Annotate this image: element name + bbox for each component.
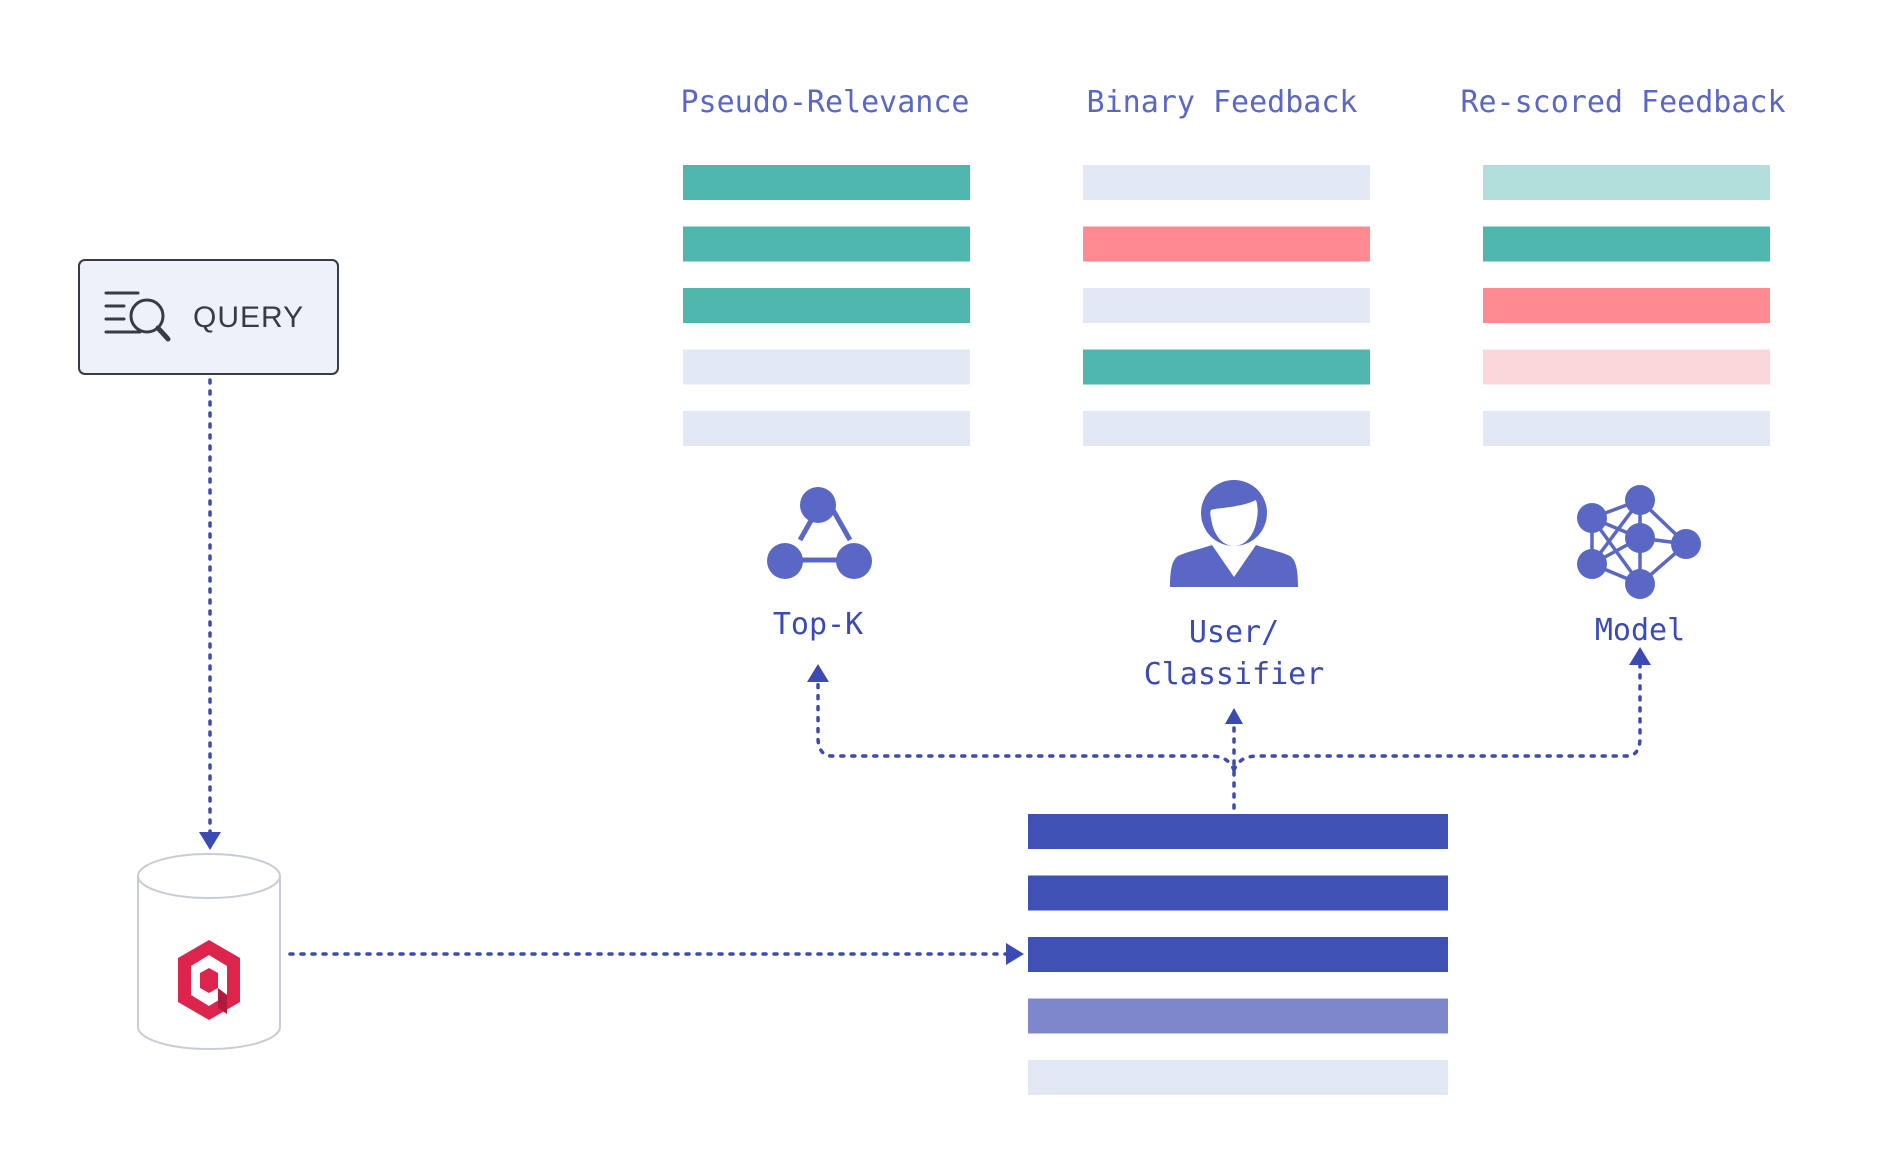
- feedback-row-neutral: [1083, 288, 1370, 323]
- query-to-database-arrowhead: [199, 832, 221, 850]
- method-label-classifier: Classifier: [1144, 657, 1325, 692]
- feedback-row-relevant: [683, 226, 970, 262]
- feedback-row-neutral: [683, 349, 970, 385]
- vector-database: [137, 853, 281, 1050]
- feedback-row-irrelevant: [1483, 288, 1770, 323]
- qdrant-logo: [178, 940, 240, 1020]
- feedback-connectors: [816, 660, 1642, 810]
- method-label-user: User/: [1189, 615, 1279, 650]
- result-row-result-strong: [1028, 875, 1448, 911]
- query-box[interactable]: QUERY: [78, 259, 339, 375]
- feedback-rows-binary-feedback: [1083, 165, 1370, 446]
- feedback-row-irrelevant: [1083, 226, 1370, 262]
- feedback-row-neutral: [683, 411, 970, 446]
- user-icon: [1170, 480, 1298, 587]
- arrowhead-user-classifier: [1225, 708, 1243, 724]
- feedback-rows-pseudo-relevance: [683, 165, 970, 446]
- query-label: QUERY: [193, 301, 304, 334]
- search-list-icon: [104, 291, 171, 342]
- column-title-pseudo-relevance: Pseudo-Relevance: [681, 85, 970, 120]
- database-to-results-arrowhead: [1006, 943, 1024, 965]
- result-row-neutral: [1028, 1060, 1448, 1095]
- feedback-row-neutral: [1483, 411, 1770, 446]
- result-row-result-medium: [1028, 998, 1448, 1034]
- arrowhead-top-k: [807, 664, 829, 682]
- result-row-result-strong: [1028, 937, 1448, 972]
- feedback-row-irrelevant-light: [1483, 349, 1770, 385]
- feedback-row-relevant: [1483, 226, 1770, 262]
- feedback-rows-rescored-feedback: [1483, 165, 1770, 446]
- method-label-top-k: Top-K: [773, 607, 863, 642]
- column-title-rescored-feedback: Re-scored Feedback: [1460, 85, 1785, 120]
- feedback-row-neutral: [1083, 411, 1370, 446]
- arrowhead-model: [1629, 647, 1651, 665]
- result-row-result-strong: [1028, 814, 1448, 849]
- method-label-model: Model: [1595, 613, 1685, 648]
- feedback-row-relevant: [1083, 349, 1370, 385]
- search-results: [1028, 814, 1448, 1095]
- feedback-row-relevant: [683, 165, 970, 200]
- feedback-row-relevant: [683, 288, 970, 323]
- neural-network-icon: [1577, 485, 1701, 599]
- column-title-binary-feedback: Binary Feedback: [1087, 85, 1358, 120]
- graph-nodes-icon: [767, 487, 872, 579]
- feedback-row-relevant-light: [1483, 165, 1770, 200]
- feedback-row-neutral: [1083, 165, 1370, 200]
